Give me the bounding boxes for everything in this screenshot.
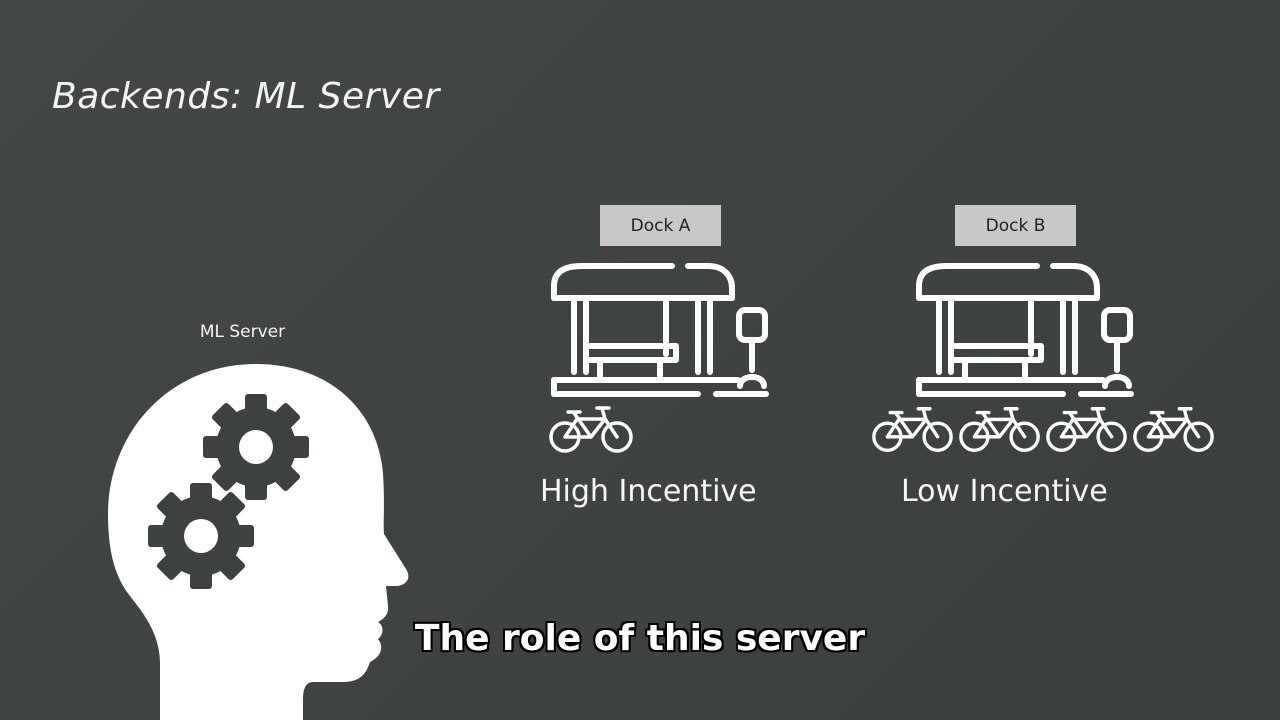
bicycle-icon — [1046, 407, 1127, 452]
bus-shelter-icon — [551, 263, 769, 397]
bus-shelter-icon — [916, 263, 1134, 397]
bicycle-icon — [959, 407, 1040, 452]
head-with-gears-icon — [108, 364, 409, 720]
bicycle-icon — [1133, 407, 1214, 452]
subtitle-caption: The role of this server — [414, 618, 866, 659]
dock-a-label: Dock A — [600, 205, 721, 246]
lower-gear-icon — [148, 483, 254, 589]
slide-title: Backends: ML Server — [52, 76, 440, 117]
bicycle-icon — [549, 406, 633, 453]
dock-b-bikes — [870, 403, 1216, 457]
dock-b-label: Dock B — [955, 205, 1076, 246]
dock-b-incentive: Low Incentive — [901, 474, 1108, 509]
dock-a-bikes — [547, 403, 635, 457]
upper-gear-icon — [203, 394, 309, 500]
bicycle-icon — [872, 407, 953, 452]
dock-a-incentive: High Incentive — [540, 474, 757, 509]
ml-server-label: ML Server — [199, 322, 286, 342]
